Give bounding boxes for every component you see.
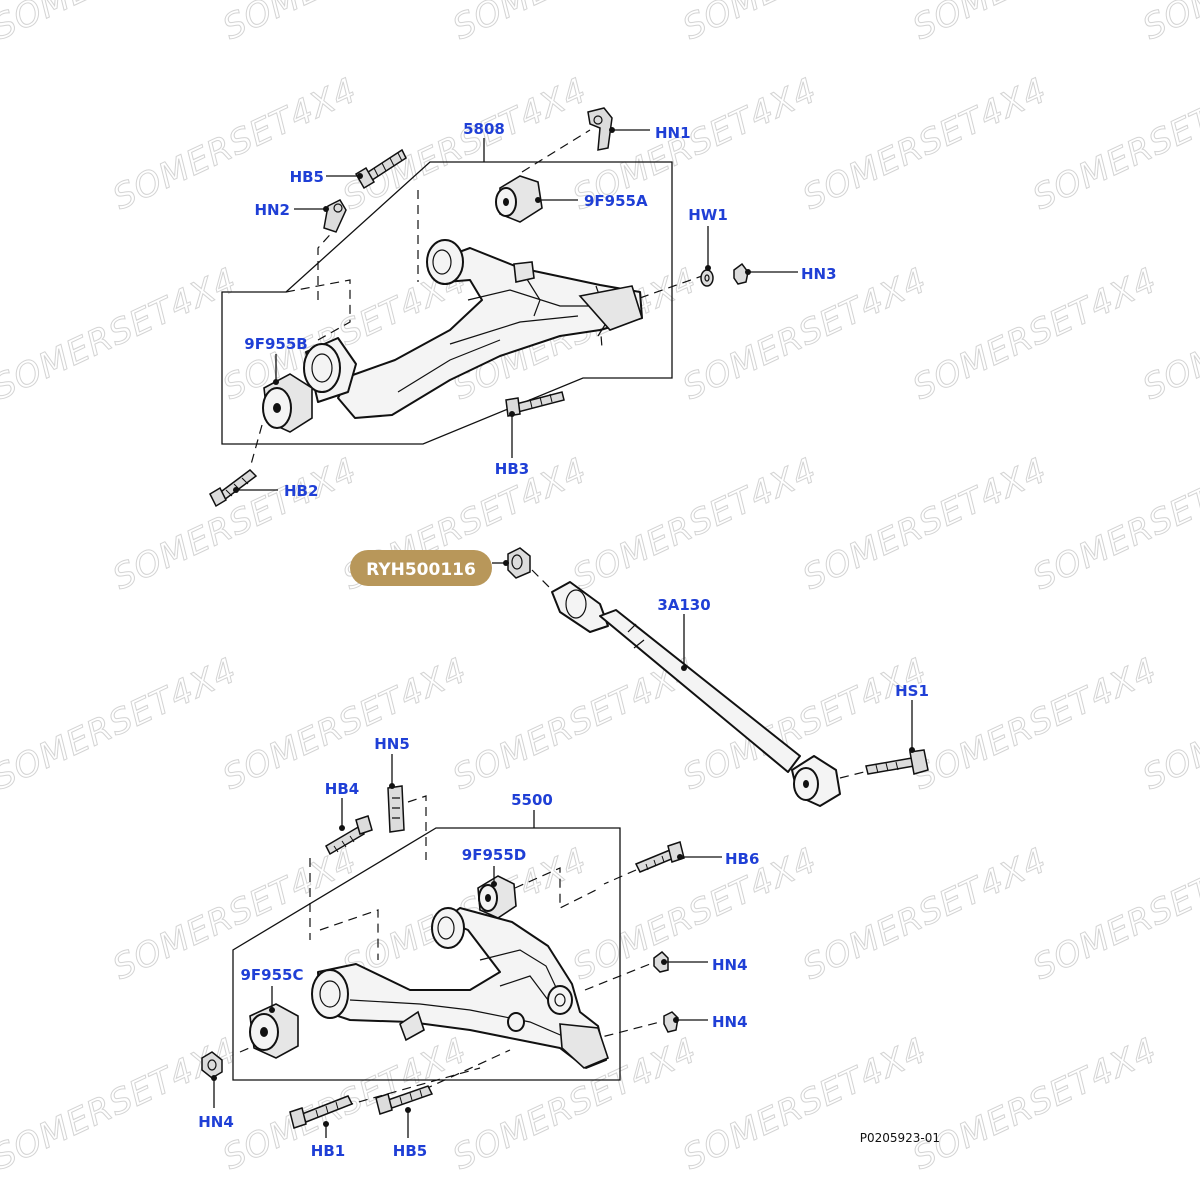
watermark-text: SOMERSET4X4 xyxy=(1027,840,1200,988)
callout-hn2[interactable]: HN2 xyxy=(254,201,290,219)
watermark-text: SOMERSET4X4 xyxy=(107,450,363,598)
watermark-text: SOMERSET4X4 xyxy=(1027,70,1200,218)
watermark-text: SOMERSET4X4 xyxy=(0,260,243,408)
callout-9f955d[interactable]: 9F955D xyxy=(462,846,526,864)
watermark-text: SOMERSET4X4 xyxy=(907,260,1163,408)
highlight-part-label: RYH500116 xyxy=(366,560,476,580)
callout-hb4[interactable]: HB4 xyxy=(325,780,359,798)
watermark-text: SOMERSET4X4 xyxy=(0,1030,243,1178)
watermark-text: SOMERSET4X4 xyxy=(677,1030,933,1178)
watermark-text: SOMERSET4X4 xyxy=(447,0,703,48)
callout-hb5-top[interactable]: HB5 xyxy=(290,168,324,186)
watermark-text: SOMERSET4X4 xyxy=(567,450,823,598)
callout-hn4-right-upper[interactable]: HN4 xyxy=(712,956,748,974)
watermark-text: SOMERSET4X4 xyxy=(567,840,823,988)
callout-hb3[interactable]: HB3 xyxy=(495,460,529,478)
callout-hn4-left[interactable]: HN4 xyxy=(198,1113,234,1131)
watermark-text: SOMERSET4X4 xyxy=(907,650,1163,798)
watermark-text: SOMERSET4X4 xyxy=(107,70,363,218)
watermark-text: SOMERSET4X4 xyxy=(1027,450,1200,598)
watermark-text: SOMERSET4X4 xyxy=(0,650,243,798)
callout-hn5[interactable]: HN5 xyxy=(374,735,410,753)
callout-5808[interactable]: 5808 xyxy=(463,120,505,138)
watermark-text: SOMERSET4X4 xyxy=(217,0,473,48)
watermark-text: SOMERSET4X4 xyxy=(447,650,703,798)
callout-hs1[interactable]: HS1 xyxy=(895,682,929,700)
callout-hn4-right-lower[interactable]: HN4 xyxy=(712,1013,748,1031)
callout-9f955b[interactable]: 9F955B xyxy=(244,335,307,353)
callout-hw1[interactable]: HW1 xyxy=(688,206,728,224)
lower-arm-assembly xyxy=(201,785,685,1129)
track-rod-assembly xyxy=(507,547,929,807)
watermark-text: SOMERSET4X4 xyxy=(907,0,1163,48)
watermark-text: SOMERSET4X4 xyxy=(907,1030,1163,1178)
callout-hb6[interactable]: HB6 xyxy=(725,850,759,868)
watermark-text: SOMERSET4X4 xyxy=(1137,0,1200,48)
leader-lines xyxy=(211,127,915,1138)
highlighted-part-badge[interactable]: RYH500116 xyxy=(350,550,492,586)
watermark-text: SOMERSET4X4 xyxy=(0,0,243,48)
watermark-text: SOMERSET4X4 xyxy=(677,0,933,48)
watermark-text: SOMERSET4X4 xyxy=(797,70,1053,218)
callout-3a130[interactable]: 3A130 xyxy=(657,596,710,614)
upper-arm-assembly xyxy=(209,107,749,508)
callout-hn3[interactable]: HN3 xyxy=(801,265,837,283)
callout-9f955c[interactable]: 9F955C xyxy=(240,966,303,984)
watermark-text: SOMERSET4X4 xyxy=(107,840,363,988)
watermark-text: SOMERSET4X4 xyxy=(797,840,1053,988)
watermark-text: SOMERSET4X4 xyxy=(217,650,473,798)
highlight-pill-background xyxy=(350,550,492,586)
callout-labels: HN1 5808 HB5 9F955A HN2 HW1 HN3 9F955B H… xyxy=(198,120,929,1160)
watermark-text: SOMERSET4X4 xyxy=(797,450,1053,598)
callout-hb1[interactable]: HB1 xyxy=(311,1142,345,1160)
watermark-text: SOMERSET4X4 xyxy=(337,70,593,218)
diagram-reference-number: P0205923-01 xyxy=(860,1131,940,1145)
callout-5500[interactable]: 5500 xyxy=(511,791,553,809)
callout-hb2[interactable]: HB2 xyxy=(284,482,318,500)
callout-hn1[interactable]: HN1 xyxy=(655,124,691,142)
callout-9f955a[interactable]: 9F955A xyxy=(584,192,648,210)
callout-hb5-bottom[interactable]: HB5 xyxy=(393,1142,427,1160)
